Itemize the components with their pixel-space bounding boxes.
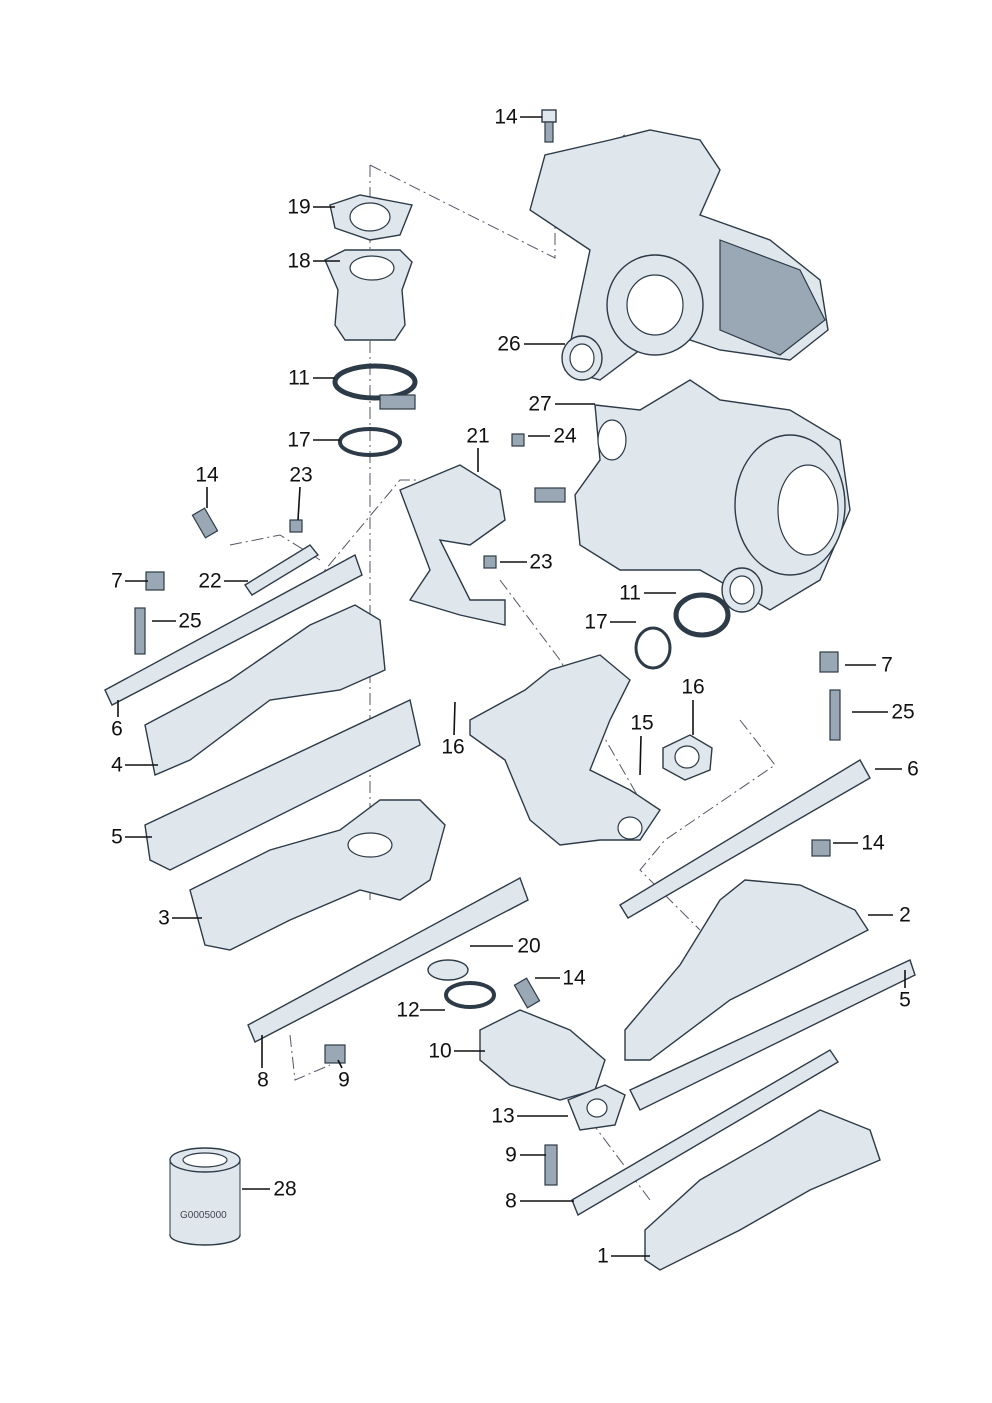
callout-label: 5 <box>899 988 911 1012</box>
leader-line <box>337 1059 343 1069</box>
callout-label: 11 <box>288 366 310 390</box>
manifold-2 <box>624 879 870 1061</box>
callout-label: 4 <box>111 753 123 777</box>
seal-17-right <box>634 626 672 670</box>
callout-label: 7 <box>111 569 123 593</box>
leader-lines <box>117 116 906 1257</box>
gasket-20 <box>427 959 469 981</box>
bracket-22 <box>244 544 320 596</box>
callout-label: 28 <box>273 1177 297 1201</box>
callout-label: 9 <box>338 1068 350 1092</box>
gasket-16-right <box>662 734 713 781</box>
gasket-strip-6-right <box>619 759 871 919</box>
callout-label: 17 <box>287 428 311 452</box>
callout-label: 9 <box>505 1143 517 1167</box>
callout-label: 11 <box>619 581 641 605</box>
callout-label: 21 <box>466 424 490 448</box>
callout-label: 24 <box>553 424 577 448</box>
part-stamp: G0005000 <box>180 1210 227 1221</box>
callout-label: 3 <box>158 906 170 930</box>
gasket-5-right <box>629 959 916 1111</box>
leader-line <box>297 486 301 521</box>
callout-label: 22 <box>198 569 222 593</box>
catalytic-converter-10 <box>479 1009 606 1101</box>
callout-label: 14 <box>562 966 586 990</box>
manifold-1 <box>644 1109 881 1271</box>
turbocharger-26 <box>529 129 829 381</box>
callout-label: 25 <box>891 700 915 724</box>
clamp-12 <box>444 981 496 1009</box>
callout-label: 26 <box>497 332 521 356</box>
callout-label: 8 <box>257 1068 269 1092</box>
callout-label: 14 <box>861 831 885 855</box>
callout-label: 17 <box>584 610 608 634</box>
callout-label: 7 <box>881 653 893 677</box>
manifold-4 <box>144 604 386 776</box>
callout-label: 23 <box>289 463 313 487</box>
callout-label: 19 <box>287 195 311 219</box>
callout-label: 14 <box>195 463 219 487</box>
small-bolts <box>134 433 841 1186</box>
gasket-5-left <box>144 698 421 871</box>
callout-label: 8 <box>505 1189 517 1213</box>
callout-label: 5 <box>111 825 123 849</box>
gasket-strip-8-left <box>247 876 529 1043</box>
callout-label: 6 <box>111 717 123 741</box>
callout-label: 13 <box>491 1104 515 1128</box>
callout-label: 27 <box>528 392 552 416</box>
gasket-19 <box>329 194 413 241</box>
callout-label: 12 <box>396 998 420 1022</box>
turbocharger-27 <box>534 379 851 613</box>
callout-label: 2 <box>899 903 911 927</box>
gasket-strip-6-left <box>104 553 363 706</box>
clamp-11 <box>332 363 418 410</box>
callout-label: 10 <box>428 1039 452 1063</box>
heat-shield-21 <box>399 464 506 626</box>
callout-label: 16 <box>681 675 705 699</box>
callout-label: 16 <box>441 735 465 759</box>
callout-label: 20 <box>517 934 541 958</box>
callout-label: 6 <box>907 757 919 781</box>
callout-label: 14 <box>494 105 518 129</box>
catalytic-converter-15 <box>469 654 661 846</box>
callout-label: 1 <box>597 1244 609 1268</box>
seal-17 <box>338 427 402 457</box>
callout-label: 23 <box>529 550 553 574</box>
adapter-18 <box>324 249 413 341</box>
leader-line <box>639 735 642 776</box>
callout-label: 15 <box>630 711 654 735</box>
leader-line <box>453 701 456 736</box>
callout-label: 25 <box>178 609 202 633</box>
bolt-14-top <box>541 109 557 143</box>
sleeve-tool-28: G0005000 <box>169 1147 241 1246</box>
gasket-strip-8-right <box>571 1049 839 1217</box>
gasket-13 <box>567 1084 626 1131</box>
clamp-11-right <box>673 592 731 638</box>
callout-label: 18 <box>287 249 311 273</box>
manifold-3 <box>189 799 446 951</box>
